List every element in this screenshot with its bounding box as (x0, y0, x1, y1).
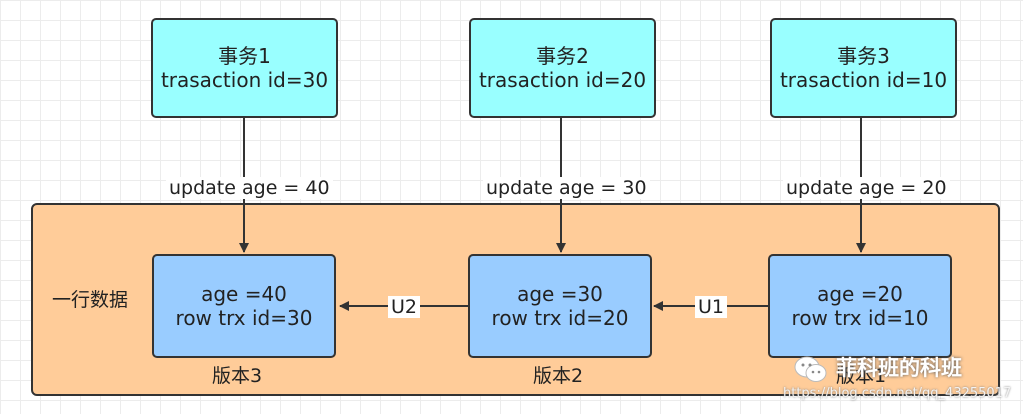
transaction-3-box: 事务3 trasaction id=10 (770, 18, 957, 118)
transaction-1-title: 事务1 (218, 44, 271, 68)
version-2-box: age =30 row trx id=20 (468, 254, 652, 358)
watermark-name: 菲科班的科班 (836, 356, 962, 380)
row-data-label: 一行数据 (52, 289, 129, 311)
version-1-label: 版本1 (836, 365, 887, 387)
update-label-1: update age = 40 (166, 177, 333, 199)
watermark-url: https://blog.csdn.net/qq_43255017 (783, 386, 1012, 401)
wechat-icon (794, 356, 827, 382)
update-label-2: update age = 30 (483, 177, 650, 199)
version-1-box: age =20 row trx id=10 (768, 254, 952, 358)
transaction-3-id: trasaction id=10 (779, 68, 948, 92)
version-3-trx: row trx id=30 (175, 306, 313, 330)
update-label-3: update age = 20 (783, 177, 950, 199)
transaction-1-id: trasaction id=30 (160, 68, 329, 92)
version-2-age: age =30 (517, 282, 603, 306)
version-3-box: age =40 row trx id=30 (152, 254, 336, 358)
transaction-3-title: 事务3 (837, 44, 890, 68)
transaction-1-box: 事务1 trasaction id=30 (151, 18, 338, 118)
transaction-2-id: trasaction id=20 (478, 68, 647, 92)
transaction-2-title: 事务2 (536, 44, 589, 68)
transaction-2-box: 事务2 trasaction id=20 (469, 18, 656, 118)
version-1-trx: row trx id=10 (791, 306, 929, 330)
version-3-age: age =40 (201, 282, 287, 306)
version-3-label: 版本3 (212, 365, 263, 387)
edge-label-u1: U1 (695, 296, 727, 318)
edge-label-u2: U2 (388, 296, 420, 318)
version-1-age: age =20 (817, 282, 903, 306)
version-2-trx: row trx id=20 (491, 306, 629, 330)
version-2-label: 版本2 (533, 365, 584, 387)
